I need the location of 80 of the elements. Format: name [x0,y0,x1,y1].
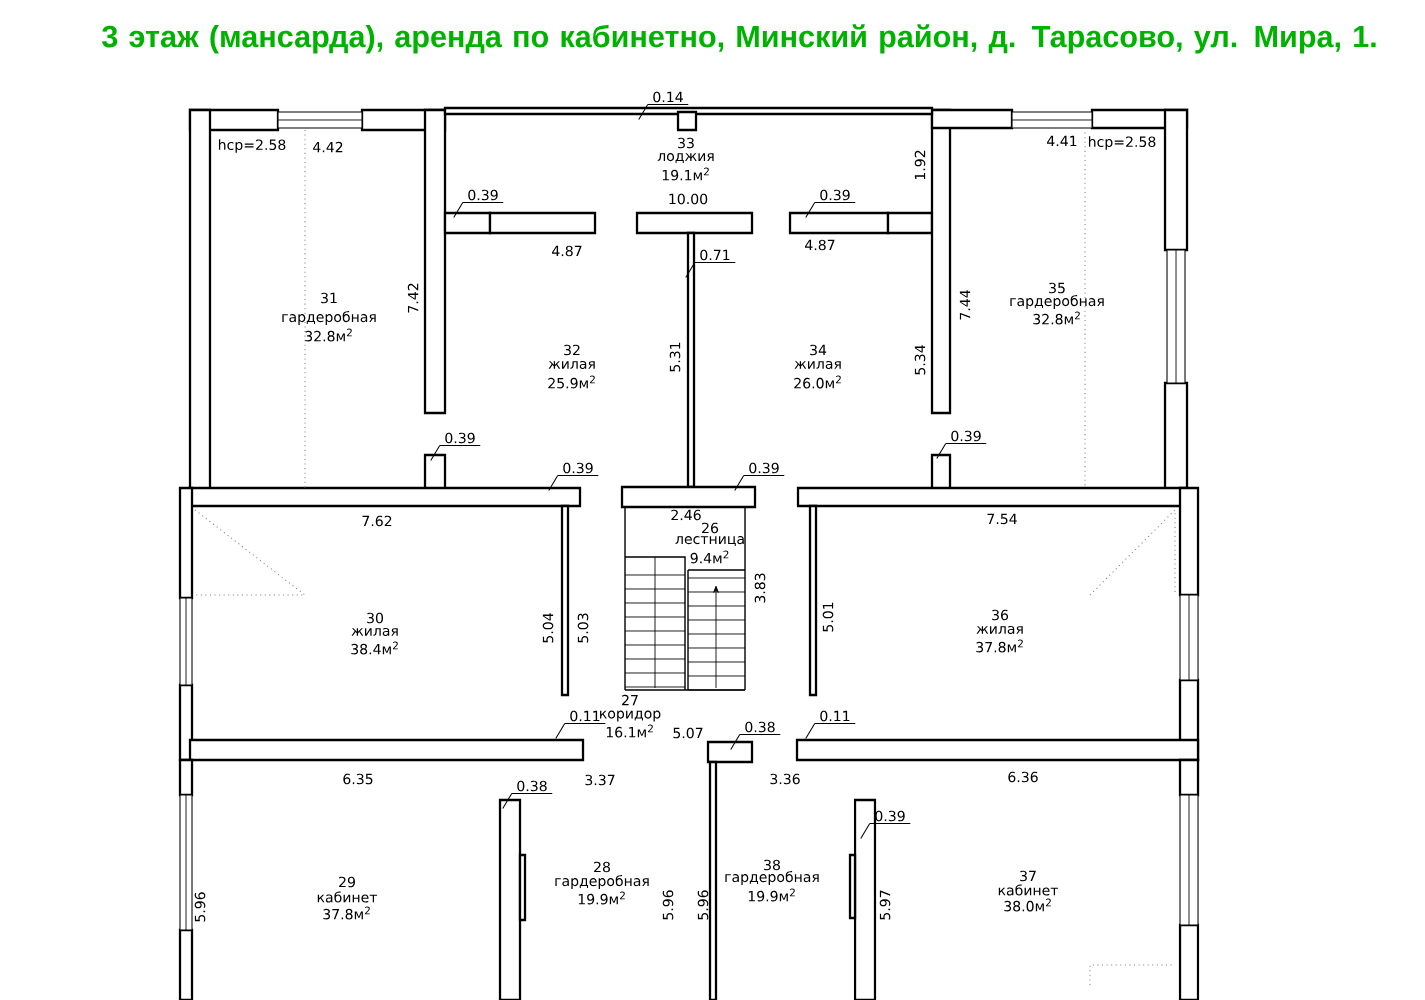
room-number: 38 [764,859,780,871]
room-area: 37.8м$^{2}$ [323,906,370,920]
dimension-label: 4.41 [1047,135,1077,147]
room-name: лоджия [657,153,714,163]
room-area: 38.4м$^{2}$ [351,641,398,655]
dimension-label: 5.01 [822,602,834,632]
dimension-label: 10.00 [669,193,708,205]
thickness-callout: 0.39 [430,432,481,461]
thickness-callout: 0.14 [638,91,689,120]
room-number: 33 [678,137,694,149]
room-area: 32.8м$^{2}$ [1033,311,1080,325]
room-area: 37.8м$^{2}$ [976,639,1023,653]
dimension-label: 5.34 [914,345,926,375]
room-name: кабинет [317,891,378,903]
room-area: 25.9м$^{2}$ [548,375,595,389]
room-area: 19.9м$^{2}$ [578,891,625,905]
thickness-callout: 0.39 [860,810,911,839]
dimension-label: 1.92 [914,150,926,180]
height-label: hср=2.58 [1088,136,1156,150]
room-area: 16.1м$^{2}$ [606,724,653,738]
thickness-callout: 0.11 [805,710,856,739]
dimension-label: 7.44 [959,290,971,320]
thickness-callout: 0.39 [734,462,785,491]
room-area: 32.8м$^{2}$ [305,328,352,342]
room-area: 26.0м$^{2}$ [794,375,841,389]
thickness-callout: 0.39 [936,430,987,459]
room-name: кабинет [998,884,1059,896]
room-number: 26 [702,522,719,534]
room-name: жилая [794,360,841,369]
room-name: гардеробная [555,875,649,889]
dimension-label: 4.87 [805,239,835,251]
dimension-label: 5.31 [669,342,681,372]
dimension-label: 3.83 [754,573,766,603]
dimension-label: 4.42 [313,141,343,153]
room-number: 34 [810,344,827,356]
thickness-callout: 0.38 [502,780,553,809]
thickness-callout: 0.38 [730,721,781,750]
dimension-label: 3.36 [770,773,800,785]
room-number: 36 [992,609,1009,621]
dimension-label: 7.42 [407,283,419,313]
room-name: лестница [675,536,744,546]
dimension-label: 4.87 [552,245,582,257]
room-number: 27 [622,694,638,706]
dimension-label: 2.46 [671,509,701,521]
room-area: 38.0м$^{2}$ [1004,898,1051,912]
dimension-label: 5.96 [194,892,206,922]
room-name: гардеробная [725,871,819,885]
room-name: гардеробная [282,311,376,325]
dimension-label: 6.36 [1008,771,1038,783]
dimension-label: 6.35 [343,773,373,785]
room-number: 37 [1020,870,1036,882]
room-number: 30 [367,612,384,624]
room-number: 29 [339,876,355,888]
dimension-label: 5.96 [697,890,709,920]
room-number: 31 [321,292,337,304]
dimension-label: 5.96 [662,890,674,920]
dimension-label: 5.07 [673,727,703,739]
dimension-label: 7.62 [362,515,392,527]
thickness-callout: 0.39 [453,189,504,218]
room-number: 32 [564,344,580,356]
room-name: коридор [600,710,661,722]
title: 3 этаж (мансарда), аренда по кабинетно, Минский район, д. Тарасово, ул. Мира, 1. [102,24,1376,54]
room-name: жилая [976,625,1023,635]
room-name: жилая [351,627,398,637]
room-number: 28 [594,861,610,873]
room-area: 9.4м$^{2}$ [690,550,729,564]
thickness-callout: 0.39 [805,189,856,218]
room-area: 19.9м$^{2}$ [748,888,795,902]
height-label: hср=2.58 [218,139,286,153]
dimension-label: 5.97 [879,890,891,920]
thickness-callout: 0.71 [685,249,736,278]
dimension-label: 3.37 [585,774,615,786]
dimension-label: 5.04 [542,613,554,643]
dimension-label: 5.03 [577,613,589,643]
room-number: 35 [1049,282,1065,294]
thickness-callout: 0.39 [548,462,599,491]
room-name: жилая [548,360,595,369]
dimension-label: 7.54 [987,513,1017,525]
room-area: 19.1м$^{2}$ [662,167,709,181]
room-name: гардеробная [1010,295,1104,309]
